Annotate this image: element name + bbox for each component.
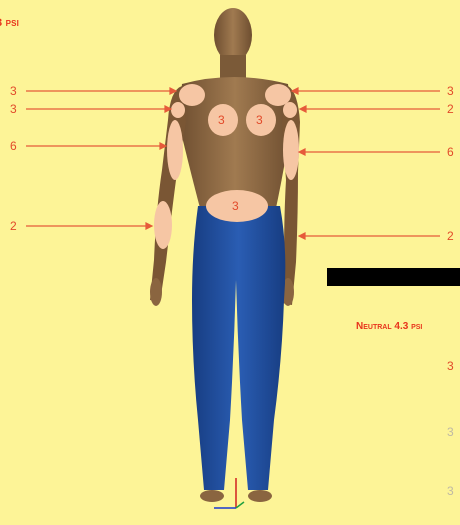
- left-label-4: 2: [10, 219, 17, 233]
- pad-upper-arm-left: [171, 102, 185, 118]
- left-label-3: 6: [10, 139, 17, 153]
- foot-right: [248, 490, 272, 502]
- pad-shoulder-left: [179, 84, 205, 106]
- pointer-lines-right: [292, 88, 440, 239]
- right-label-1: 3: [447, 84, 454, 98]
- right-panel-value-1: 3: [447, 359, 454, 373]
- neck: [220, 55, 246, 80]
- right-panel-value-3: 3: [447, 484, 454, 498]
- chest-right-label: 3: [256, 113, 263, 127]
- pad-shoulder-right: [265, 84, 291, 106]
- pad-lower-arm-left: [154, 201, 172, 249]
- right-label-4: 2: [447, 229, 454, 243]
- chest-left-label: 3: [218, 113, 225, 127]
- pad-upper-arm-right: [283, 102, 297, 118]
- left-label-1: 3: [10, 84, 17, 98]
- right-label-2: 2: [447, 102, 454, 116]
- head: [214, 8, 252, 62]
- pad-forearm-left: [167, 120, 183, 180]
- panel-divider-bar: [327, 268, 460, 286]
- pad-forearm-right: [283, 120, 299, 180]
- right-label-3: 6: [447, 145, 454, 159]
- pressure-title-right: Neutral 4.3 psi: [356, 321, 422, 332]
- pointer-lines-left: [26, 88, 176, 229]
- arm-left: [150, 86, 186, 302]
- foot-left: [200, 490, 224, 502]
- left-label-2: 3: [10, 102, 17, 116]
- right-panel-value-2: 3: [447, 425, 454, 439]
- hand-left: [150, 278, 162, 306]
- pants: [192, 206, 285, 490]
- abdomen-label: 3: [232, 199, 239, 213]
